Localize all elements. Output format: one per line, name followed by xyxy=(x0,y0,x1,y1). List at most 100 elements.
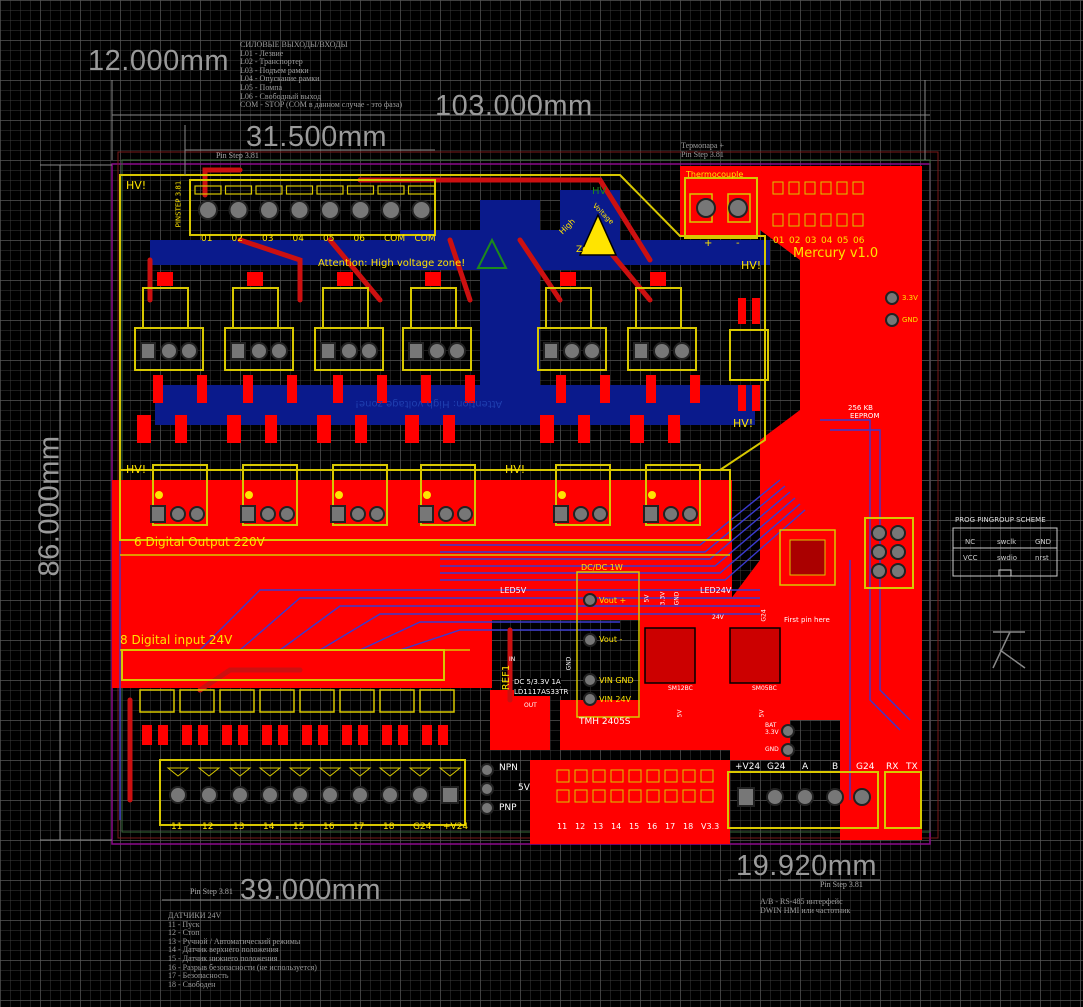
thermocouple-connector xyxy=(684,177,758,239)
gpio-label: 14 xyxy=(611,822,622,831)
bat-label: BAT 3.3V xyxy=(765,722,779,736)
vout-minus: Vout - xyxy=(599,635,623,644)
tiny-gnd: GND xyxy=(673,591,681,606)
output-label: COM xyxy=(384,234,406,244)
output-terminal-pin xyxy=(320,200,340,220)
input-label: +V24 xyxy=(443,822,469,832)
output-label: 04 xyxy=(292,234,304,244)
outputs-note: СИЛОВЫЕ ВЫХОДЫ/ВХОДЫ L01 - Лезвие L02 - … xyxy=(240,40,403,110)
hv-label-3: HV! xyxy=(505,463,526,476)
led-label: 02 xyxy=(789,236,801,246)
output-terminal-pin xyxy=(411,200,432,220)
gpio-label: 18 xyxy=(683,822,694,831)
bat-gnd-label: GND xyxy=(765,746,779,753)
dimension-103mm: 103.000mm xyxy=(435,90,593,122)
output-terminal-pin xyxy=(259,200,279,220)
pad-3v3-label: 3.3V xyxy=(902,294,918,302)
input-pins xyxy=(166,767,462,804)
prog-r1-c2: swclk xyxy=(997,538,1017,546)
digital-input-title: 8 Digital input 24V xyxy=(120,633,233,647)
gpio-label: 15 xyxy=(629,822,640,831)
eeprom-label: EEPROM xyxy=(850,412,880,420)
gpio-label: 11 xyxy=(557,822,568,831)
rs485-label: G24 xyxy=(856,762,875,772)
dimension-lines xyxy=(40,80,930,901)
rs485-label: +V24 xyxy=(735,762,761,772)
output-label: 05 xyxy=(323,234,335,244)
pinstep-bottom: Pin Step 3.81 xyxy=(190,887,233,896)
prog-header xyxy=(864,517,914,589)
dimension-19-92mm: 19.920mm xyxy=(736,850,878,882)
prog-r2-c1: VCC xyxy=(963,554,978,562)
prog-r1-c1: NC xyxy=(965,538,976,546)
output-terminal-pin xyxy=(198,200,218,220)
digital-output-title: 6 Digital Output 220V xyxy=(134,535,265,549)
prog-title: PROG PINGROUP SCHEME xyxy=(955,516,1046,524)
thermo-plus: + xyxy=(704,238,713,249)
board-title: Mercury v1.0 xyxy=(793,246,879,261)
input-terminal-block xyxy=(159,759,466,826)
pinstep-vertical: PINSTEP 3.81 xyxy=(174,180,183,228)
hv-label-1: HV! xyxy=(126,179,147,192)
prog-r2-c2: swdio xyxy=(997,554,1018,562)
mcu-chip xyxy=(779,529,836,586)
rs485-note: A/B - RS-485 интерфейс DWIN HMI или част… xyxy=(760,897,851,915)
gpio-label: V3.3 xyxy=(701,822,720,831)
rx-label: RX xyxy=(886,762,899,772)
gnd-label: GND xyxy=(565,656,573,671)
vout-plus: Vout + xyxy=(599,596,627,605)
hv-mark: HV xyxy=(592,186,607,197)
vin-gnd: VIN GND xyxy=(599,676,634,685)
hv-label-2: HV! xyxy=(126,463,147,476)
output-label: COM xyxy=(414,234,436,244)
pad-gnd-label: GND xyxy=(902,316,919,324)
ldo-label-1: DC 5/3.3V 1A xyxy=(514,678,561,686)
output-terminal-pin xyxy=(289,200,310,220)
prog-pingroup-scheme: PROG PINGROUP SCHEME NC swclk GND VCC sw… xyxy=(953,516,1057,578)
pinstep-right: Pin Step 3.81 xyxy=(820,880,863,889)
rs485-label: B xyxy=(832,762,839,772)
relay-blocks xyxy=(134,272,701,526)
thermo-minus: - xyxy=(736,238,740,249)
led-label: 04 xyxy=(821,236,833,246)
input-label: 12 xyxy=(202,822,214,832)
hv-warning-icon xyxy=(578,213,618,256)
output-terminal-block xyxy=(189,179,436,236)
sm12bc-label: SM12BC xyxy=(668,685,693,692)
output-label: 02 xyxy=(231,234,243,244)
led-label: 03 xyxy=(805,236,817,246)
first-pin-label: First pin here xyxy=(784,616,830,624)
rs485-label: G24 xyxy=(767,762,786,772)
dimension-39mm: 39.000mm xyxy=(240,874,382,906)
thermo-note: Термопара + Pin Step 3.81 xyxy=(681,141,724,159)
input-label: G24 xyxy=(413,822,432,832)
dcdc-label: DC/DC 1W xyxy=(581,563,623,572)
sensors-note: ДАТЧИКИ 24V 11 - Пуск 12 - Стоп 13 - Руч… xyxy=(168,911,317,989)
output-terminal-pin xyxy=(381,200,401,220)
input-label: 13 xyxy=(233,822,245,832)
rs485-label: A xyxy=(802,762,809,772)
tiny-5v: 5V xyxy=(643,594,651,603)
led-label: 01 xyxy=(773,236,785,246)
led5v-label: LED5V xyxy=(500,586,527,595)
signal-traces xyxy=(119,419,911,820)
input-label: 14 xyxy=(263,822,275,832)
dimension-31-5mm: 31.500mm xyxy=(246,121,388,153)
output-terminal-pin xyxy=(350,200,371,220)
gpio-label: 12 xyxy=(575,822,586,831)
hv-zone: Zone xyxy=(576,245,599,255)
tiny-33v: 3.3V xyxy=(659,591,667,606)
dimension-86mm: 86.000mm xyxy=(33,435,66,577)
hv-label-5: HV! xyxy=(733,417,754,430)
tmh-label: TMH 2405S xyxy=(579,717,631,727)
gpio-header xyxy=(556,769,714,803)
24v-small: 24V xyxy=(712,614,724,621)
input-label: 15 xyxy=(293,822,305,832)
gpio-label: 13 xyxy=(593,822,604,831)
npn-label: NPN xyxy=(499,763,518,773)
eeprom-size: 256 KB xyxy=(848,404,873,412)
led-label: 05 xyxy=(837,236,849,246)
output-label: 06 xyxy=(353,234,365,244)
